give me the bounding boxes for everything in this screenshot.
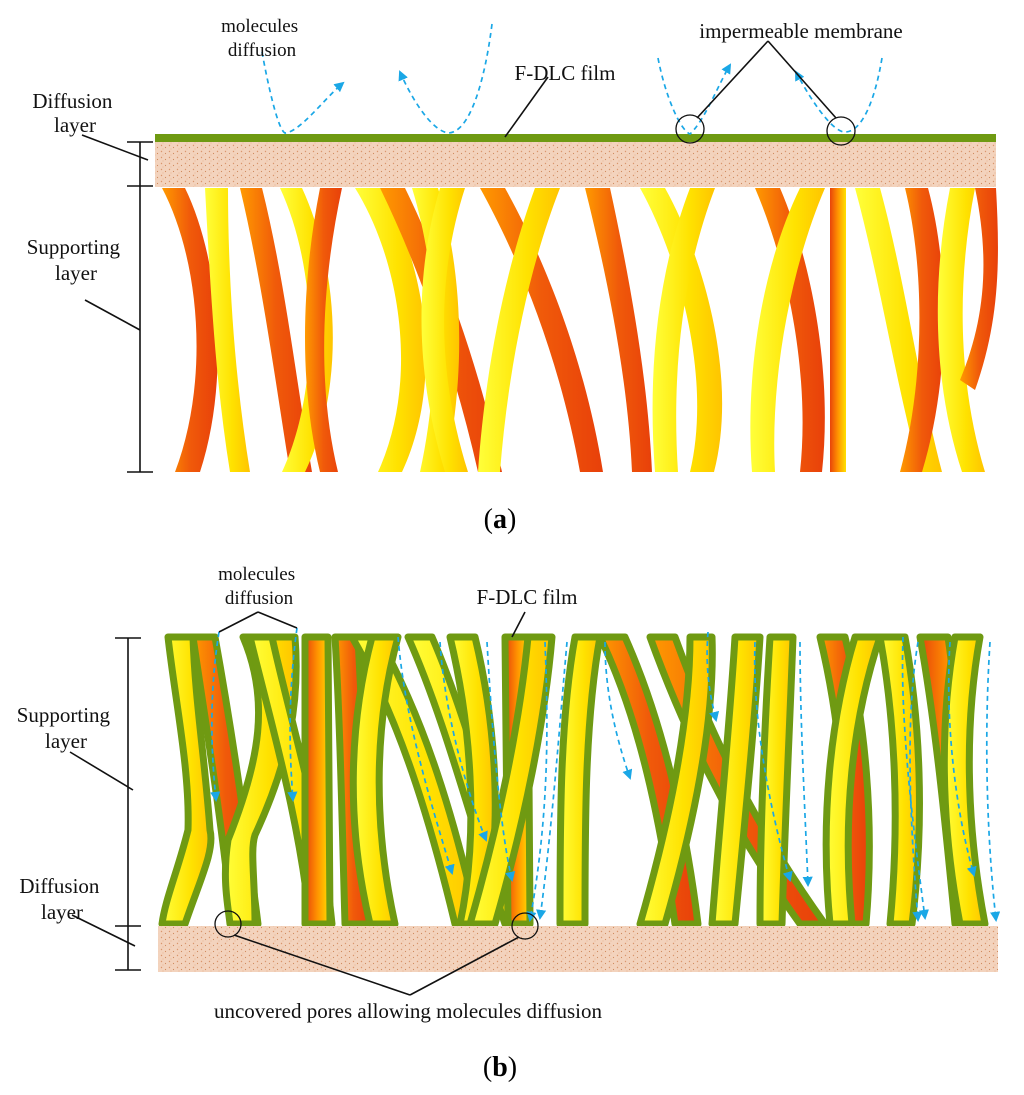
coated-fiber xyxy=(349,633,402,928)
diffusion-arrow xyxy=(210,631,221,803)
diffusion-arrow xyxy=(799,641,813,888)
diffusion-arrow xyxy=(536,641,568,921)
panel-b-supporting-leader xyxy=(69,751,134,791)
diffusion-arrow xyxy=(706,631,720,722)
panel-b-molecules-leader xyxy=(218,611,259,633)
fiber xyxy=(755,188,825,472)
fiber xyxy=(421,188,468,472)
coated-fiber xyxy=(708,633,764,928)
coated-fiber xyxy=(756,633,797,928)
diffusion-arrow xyxy=(398,23,493,134)
panel-b-pore-circle xyxy=(511,912,539,940)
fiber xyxy=(750,188,825,472)
panel-a-caption: (a) xyxy=(484,504,517,535)
panel-b-film-leader xyxy=(511,611,526,638)
diffusion-arrow xyxy=(985,641,1001,923)
fiber xyxy=(960,188,998,390)
diffusion-arrow xyxy=(795,57,883,133)
coated-fiber xyxy=(556,633,604,928)
fiber xyxy=(305,188,342,472)
panel-b-film-label: F-DLC film xyxy=(477,585,578,609)
panel-b-diffusion-layer xyxy=(158,926,998,972)
fiber xyxy=(830,188,846,472)
coated-fiber xyxy=(940,633,989,928)
panel-b-pores-label: uncovered pores allowing molecules diffu… xyxy=(214,999,603,1023)
diffusion-arrow xyxy=(526,641,548,923)
panel-a: molecules diffusion F-DLC film impermeab… xyxy=(27,16,998,535)
fiber xyxy=(640,188,723,472)
fiber xyxy=(162,188,218,472)
diffusion-arrow xyxy=(901,636,929,921)
panel-a-film-leader xyxy=(504,76,549,138)
fiber xyxy=(652,188,715,472)
panel-a-fdlc-film xyxy=(155,134,996,142)
coated-fiber xyxy=(822,633,884,928)
coated-fiber xyxy=(636,633,716,928)
diffusion-arrow xyxy=(486,641,516,882)
fiber xyxy=(205,188,250,472)
panel-b-molecules-leader xyxy=(257,611,298,629)
panel-b-pores-leader xyxy=(233,934,411,996)
diffusion-arrow xyxy=(947,641,977,877)
panel-a-membrane-label: impermeable membrane xyxy=(699,19,903,43)
panel-a-membrane-leader xyxy=(767,40,837,119)
panel-a-membrane-circle xyxy=(675,114,705,144)
panel-a-supporting-leader xyxy=(84,299,141,331)
diffusion-arrow xyxy=(261,51,345,134)
diffusion-arrow xyxy=(439,641,488,842)
panel-a-molecules-label: molecules diffusion xyxy=(221,16,303,61)
panel-a-diffusion-arrows xyxy=(261,23,883,135)
fiber xyxy=(355,188,426,472)
panel-b-supporting-layer-label: Supporting layer xyxy=(17,703,116,753)
diffusion-arrow xyxy=(397,636,455,875)
panel-b-pores-leader xyxy=(409,936,520,996)
panel-b-coated-fibers xyxy=(158,633,989,928)
panel-a-dimension-bar xyxy=(127,141,153,473)
panel-b-pore-circle xyxy=(214,910,242,938)
panel-b-dimension-bar xyxy=(115,637,141,971)
panel-a-diffusion-layer-label: Diffusion layer xyxy=(32,89,117,137)
coated-fiber xyxy=(466,633,556,928)
panel-a-diffusion-leader xyxy=(81,134,149,161)
panel-b-molecules-label: molecules diffusion xyxy=(218,564,300,609)
panel-b-caption: (b) xyxy=(483,1052,517,1083)
fiber xyxy=(480,188,603,472)
panel-b-diffusion-leader xyxy=(71,914,136,947)
panel-a-supporting-layer-label: Supporting layer xyxy=(27,235,126,285)
diffusion-arrow xyxy=(287,627,298,803)
panel-b-diffusion-layer-label: Diffusion layer xyxy=(19,874,104,924)
panel-a-supporting-fibers xyxy=(162,188,998,472)
diffusion-arrow xyxy=(909,641,923,923)
fiber xyxy=(585,188,652,472)
fiber xyxy=(478,188,560,472)
coated-fiber xyxy=(158,633,215,928)
fiber xyxy=(240,188,312,472)
fiber xyxy=(900,188,944,472)
panel-a-film-label: F-DLC film xyxy=(515,61,616,85)
panel-a-membrane-leader xyxy=(696,40,769,119)
diffusion-arrow xyxy=(753,641,793,882)
panel-b-diffusion-arrows xyxy=(210,627,1001,923)
panel-a-membrane-circle xyxy=(826,116,856,146)
coated-fiber xyxy=(301,633,334,928)
panel-b: molecules diffusion F-DLC film Supportin… xyxy=(17,564,1001,1083)
panel-a-diffusion-layer xyxy=(155,141,996,187)
coated-fiber xyxy=(876,633,923,928)
fiber xyxy=(937,188,985,472)
diffusion-arrow xyxy=(657,57,732,135)
